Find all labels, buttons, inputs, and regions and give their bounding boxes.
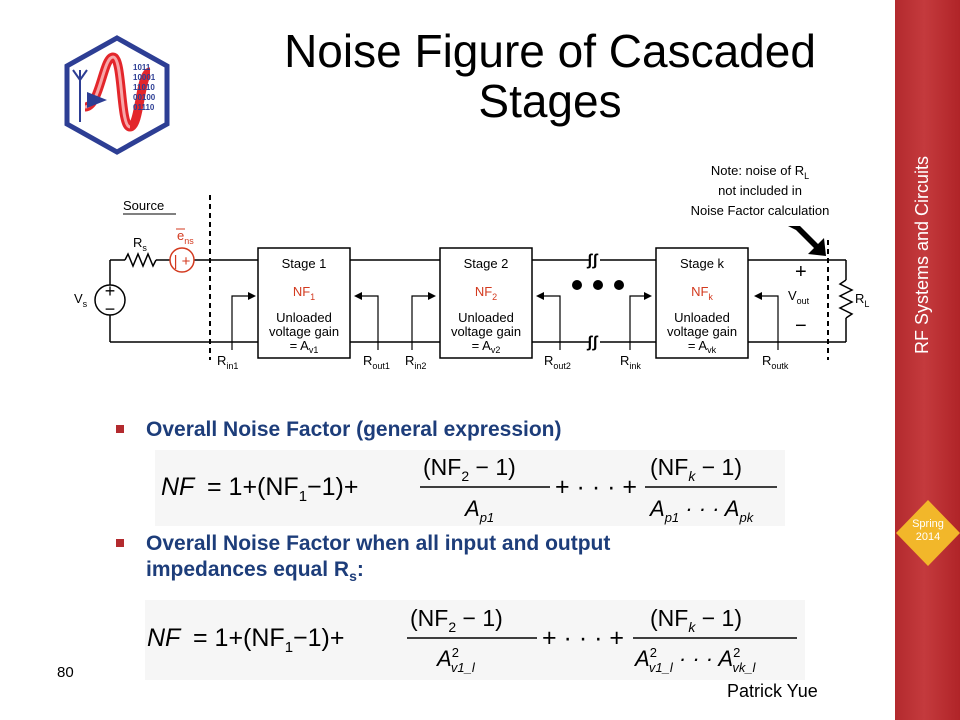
svg-text:(NFk − 1): (NFk − 1) (650, 454, 742, 484)
svg-text:NF: NF (147, 624, 182, 652)
stage-2-gain-line-1: Unloaded (458, 310, 514, 325)
stage-k-gain-line-2: voltage gain (667, 324, 737, 339)
svg-text:(NF2 − 1): (NF2 − 1) (410, 605, 503, 635)
stage-1-nf: NF1 (293, 284, 315, 302)
stage-1-box (257, 247, 351, 359)
bullet-marker (116, 539, 124, 547)
rin1-arrow-icon (231, 295, 250, 350)
stage-2-nf: NF2 (475, 284, 497, 302)
routk-label: Routk (762, 353, 789, 371)
break-mark-bottom: ʃʃ (586, 334, 598, 351)
vout-label: Vout (788, 288, 810, 306)
note-arrow-icon (788, 226, 826, 256)
rin2-label: Rin2 (405, 353, 426, 371)
page-title: Noise Figure of Cascaded Stages (190, 26, 910, 126)
equation-1-box (155, 450, 785, 526)
rin1-label: Rin1 (217, 353, 238, 371)
stage-1-name: Stage 1 (282, 256, 327, 271)
svg-text:(NF2 − 1): (NF2 − 1) (423, 454, 516, 484)
rink-arrow-icon (629, 295, 646, 350)
cascade-diagram: Note: noise of RL not included in Noise … (74, 163, 869, 371)
bullet-2-line-2: impedances equal Rs: (146, 558, 364, 584)
university-logo-icon: 1011 10001 11010 00100 01110 (64, 35, 170, 155)
stage-2-gain-line-2: voltage gain (451, 324, 521, 339)
bullet-equal-impedances: Overall Noise Factor when all input and … (116, 531, 611, 584)
stage-2-gain-line-3: = Av2 (472, 338, 501, 355)
break-mark-top: ʃʃ (586, 252, 598, 269)
ellipsis-dot-3 (614, 280, 624, 290)
stage-k-box (655, 247, 749, 359)
svg-text:+ · · · +: + · · · + (555, 473, 637, 501)
source-label: Source (123, 198, 164, 213)
stage-k-name: Stage k (680, 256, 725, 271)
stage-2-name: Stage 2 (464, 256, 509, 271)
rout2-arrow-icon (542, 295, 561, 350)
stage-k-nf: NFk (691, 284, 713, 302)
rin2-arrow-icon (411, 295, 430, 350)
title-line-1: Noise Figure of Cascaded (284, 25, 816, 77)
svg-text:NF: NF (161, 473, 196, 501)
bullet-1-text: Overall Noise Factor (general expression… (146, 418, 562, 441)
svg-text:= 1+(NF1−1)+: = 1+(NF1−1)+ (207, 473, 358, 505)
equation-1: NF = 1+(NF1−1)+ (NF2 − 1) Ap1 + · · · + … (161, 454, 777, 525)
bullet-marker (116, 425, 124, 433)
logo-bit-0: 1011 (133, 63, 151, 72)
title-line-2: Stages (478, 75, 622, 127)
stage-k-gain-line-1: Unloaded (674, 310, 730, 325)
svg-text:Ap1: Ap1 (463, 496, 494, 525)
svg-text:−: − (105, 299, 116, 319)
diagram-note: Note: noise of RL (711, 163, 809, 181)
rs-label: Rs (133, 235, 147, 253)
stage-1-gain-line-2: voltage gain (269, 324, 339, 339)
logo-bit-3: 00100 (133, 93, 156, 102)
rs-resistor-icon (124, 252, 157, 268)
diagram-note-line-3: Noise Factor calculation (691, 203, 830, 218)
routk-arrow-icon (760, 295, 779, 350)
vs-label: Vs (74, 291, 88, 309)
stage-2-box (439, 247, 533, 359)
page-number: 80 (57, 664, 74, 681)
logo-bit-1: 10001 (133, 73, 156, 82)
vout-minus: − (795, 315, 807, 337)
svg-text:Ap1 · · · Apk: Ap1 · · · Apk (648, 496, 755, 525)
date-badge (896, 500, 960, 566)
stage-1-gain-line-1: Unloaded (276, 310, 332, 325)
badge-line-1: Spring (912, 518, 944, 530)
ellipsis-dot-1 (572, 280, 582, 290)
logo-bit-2: 11010 (133, 83, 155, 92)
ellipsis-dot-2 (593, 280, 603, 290)
rink-label: Rink (620, 353, 641, 371)
badge-line-2: 2014 (915, 531, 941, 543)
svg-text:= 1+(NF1−1)+: = 1+(NF1−1)+ (193, 624, 344, 656)
date-badge-text: Spring 2014 (896, 518, 960, 544)
sidebar (895, 0, 960, 720)
svg-text:+ · · · +: + · · · + (542, 624, 624, 652)
ens-label: ens (177, 228, 194, 246)
svg-text:+: + (105, 281, 116, 301)
noise-source-icon (169, 247, 195, 273)
svg-text:(NFk − 1): (NFk − 1) (650, 605, 742, 635)
equation-2-box (145, 600, 805, 680)
stage-1-gain-line-3: = Av1 (290, 338, 319, 355)
stage-k-gain-line-3: = Avk (688, 338, 717, 355)
rout1-arrow-icon (360, 295, 379, 350)
bullet-general-expression: Overall Noise Factor (general expression… (116, 417, 562, 443)
vs-source-icon (94, 284, 126, 316)
vout-plus: + (795, 261, 807, 283)
rl-resistor-icon (838, 279, 854, 319)
svg-text:| +: | + (174, 253, 191, 270)
diagram-note-line-2: not included in (718, 183, 802, 198)
rout2-label: Rout2 (544, 353, 571, 371)
author-name: Patrick Yue (727, 681, 818, 701)
logo-bit-4: 01110 (133, 103, 155, 112)
rl-label: RL (855, 291, 869, 309)
bullet-2-line-1: Overall Noise Factor when all input and … (146, 532, 611, 555)
rout1-label: Rout1 (363, 353, 390, 371)
sidebar-title: RF Systems and Circuits (912, 155, 932, 355)
